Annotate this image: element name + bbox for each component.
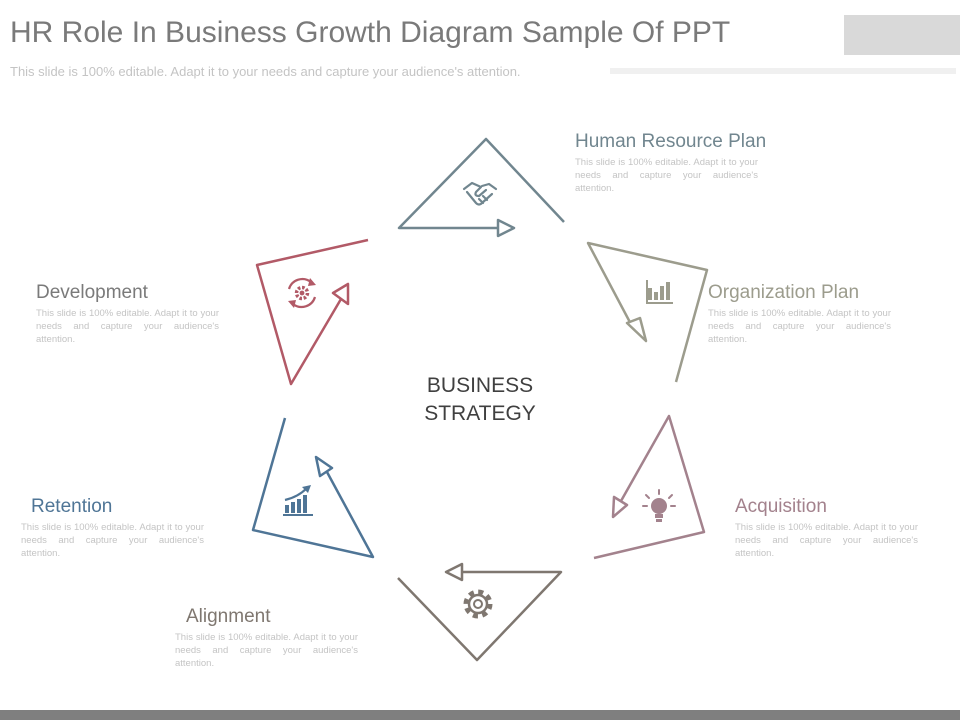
step-desc-human-resource-plan: This slide is 100% editable. Adapt it to…: [575, 157, 758, 194]
step-title-human-resource-plan: Human Resource Plan: [575, 131, 767, 152]
center-label: BUSINESS STRATEGY: [380, 372, 580, 428]
handshake-icon: [462, 181, 498, 206]
center-label-line-1: BUSINESS: [426, 374, 534, 397]
step-title-acquisition: Acquisition: [735, 496, 827, 517]
cycle-gear-icon: [287, 277, 317, 309]
triangle-development: [255, 238, 369, 386]
triangle-retention: [251, 417, 375, 559]
step-desc-acquisition: This slide is 100% editable. Adapt it to…: [735, 522, 918, 559]
header-rule: [610, 68, 956, 74]
lightbulb-icon: [642, 489, 676, 522]
step-desc-alignment: This slide is 100% editable. Adapt it to…: [175, 632, 358, 669]
slide-title: HR Role In Business Growth Diagram Sampl…: [10, 16, 731, 49]
triangle-human-resource-plan: [397, 137, 565, 238]
triangle-organization-plan: [586, 241, 709, 383]
step-title-retention: Retention: [31, 496, 113, 517]
step-title-development: Development: [36, 282, 148, 303]
bar-chart-icon: [646, 280, 673, 304]
step-title-organization-plan: Organization Plan: [708, 282, 860, 303]
step-desc-development: This slide is 100% editable. Adapt it to…: [36, 308, 219, 345]
growth-chart-icon: [283, 485, 313, 516]
slide-subtitle: This slide is 100% editable. Adapt it to…: [10, 64, 521, 79]
triangle-alignment: [397, 562, 563, 662]
gear-icon: [463, 589, 493, 619]
center-label-line-2: STRATEGY: [424, 402, 536, 425]
step-title-alignment: Alignment: [186, 606, 271, 627]
step-desc-retention: This slide is 100% editable. Adapt it to…: [21, 522, 204, 559]
triangle-acquisition: [593, 414, 706, 560]
bottom-bar: [0, 710, 960, 720]
corner-decoration: [844, 15, 960, 55]
step-desc-organization-plan: This slide is 100% editable. Adapt it to…: [708, 308, 891, 345]
